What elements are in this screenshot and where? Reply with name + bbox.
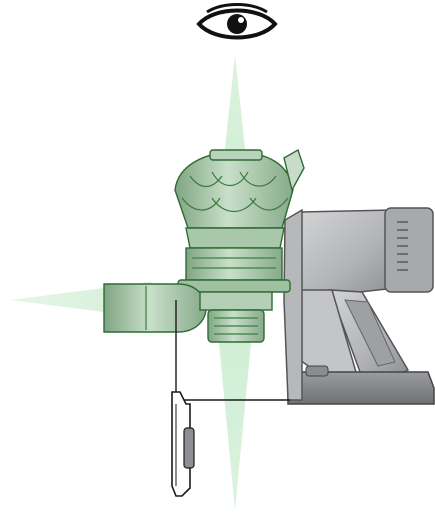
vacuum-handle-body: [283, 207, 435, 405]
motor-vent-lines: [397, 221, 408, 271]
bin-door: [171, 391, 195, 497]
cyclone-dome: [174, 151, 294, 229]
inlet-nozzle: [103, 283, 207, 333]
cyclone-top-cap: [209, 149, 263, 161]
bin-door-seal: [183, 427, 195, 469]
clear-bin: [185, 247, 283, 281]
bin-door-linkage: [175, 300, 290, 401]
cyclone-bin-assembly: [103, 148, 305, 343]
shroud: [185, 227, 285, 249]
bin-catch: [283, 148, 305, 192]
battery-pack: [287, 371, 435, 405]
bin-base-ring: [199, 291, 273, 311]
cyclone-cone-ridges: [181, 171, 289, 213]
motor-end-cap: [384, 207, 434, 293]
eye-icon: [196, 3, 278, 40]
